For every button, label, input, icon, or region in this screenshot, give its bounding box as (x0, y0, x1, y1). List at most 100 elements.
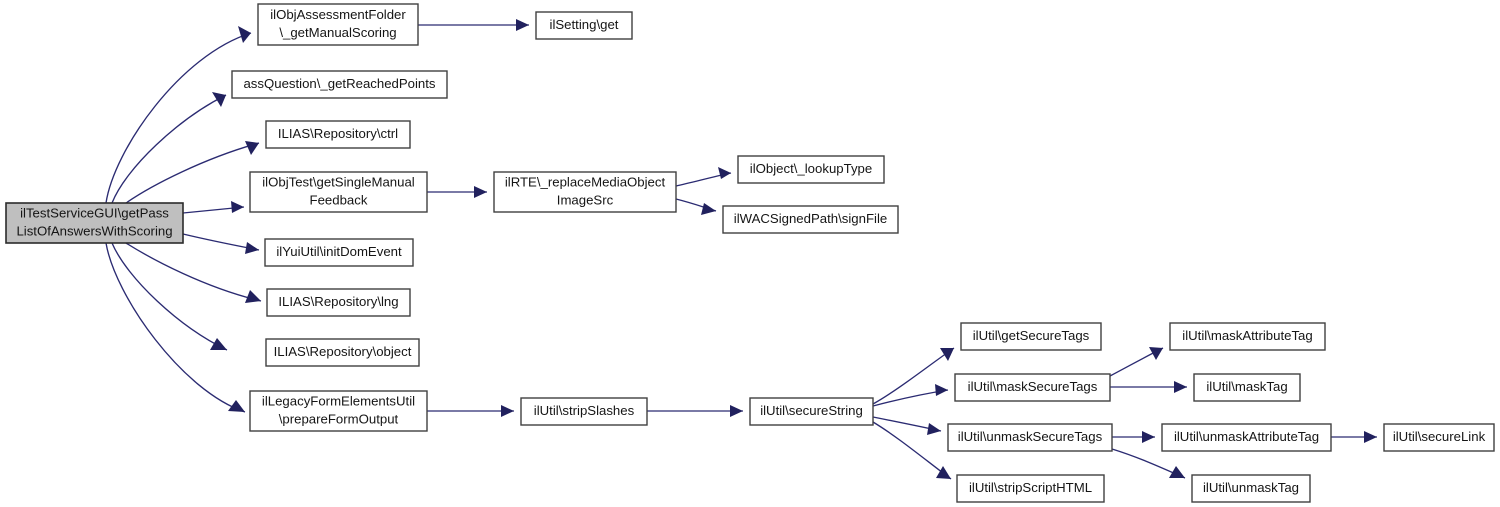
edge-maskSecureTags-to-maskAttributeTag (1109, 347, 1164, 377)
graph-node-getSecureTags[interactable]: ilUtil\getSecureTags (960, 322, 1102, 351)
arrowhead-icon (1364, 431, 1377, 443)
edge-line (125, 142, 260, 204)
graph-node-secureLink[interactable]: ilUtil\secureLink (1383, 423, 1495, 452)
node-box[interactable] (257, 3, 419, 46)
node-box[interactable] (264, 238, 414, 267)
graph-node-ilSettingGet[interactable]: ilSetting\get (535, 11, 633, 40)
node-box[interactable] (1193, 373, 1301, 402)
node-box[interactable] (493, 171, 677, 213)
graph-node-prepareFormOutput[interactable]: ilLegacyFormElementsUtil \prepareFormOutp… (249, 390, 428, 432)
node-label: ilUtil\secureLink (1393, 429, 1486, 444)
edge-line (111, 242, 228, 351)
node-label: ilUtil\maskSecureTags (968, 379, 1098, 394)
graph-node-root[interactable]: ilTestServiceGUI\getPassListOfAnswersWit… (5, 202, 184, 244)
node-box[interactable] (265, 338, 420, 367)
node-box[interactable] (520, 397, 648, 426)
node-label: ilUtil\stripScriptHTML (969, 480, 1092, 495)
node-box[interactable] (1161, 423, 1332, 452)
node-label: ilSetting\get (550, 17, 619, 32)
node-label: ilLegacyFormElementsUtil (262, 393, 415, 408)
graph-node-getReachedPoints[interactable]: assQuestion\_getReachedPoints (231, 70, 448, 99)
edges-layer (105, 19, 1377, 480)
node-label: ilUtil\getSecureTags (973, 328, 1090, 343)
node-box[interactable] (722, 205, 899, 234)
arrowhead-icon (730, 405, 743, 417)
node-label: ListOfAnswersWithScoring (16, 223, 172, 238)
arrowhead-icon (1142, 431, 1155, 443)
arrowhead-icon (1149, 347, 1163, 360)
graph-node-lookupType[interactable]: ilObject\_lookupType (737, 155, 885, 184)
graph-node-repoObject[interactable]: ILIAS\Repository\object (265, 338, 420, 367)
graph-node-getManualScoring[interactable]: ilObjAssessmentFolder \_getManualScoring (257, 3, 419, 46)
edge-getManualScoring-to-ilSettingGet (418, 19, 529, 31)
node-box[interactable] (231, 70, 448, 99)
node-box[interactable] (1169, 322, 1326, 351)
graph-node-maskSecureTags[interactable]: ilUtil\maskSecureTags (954, 373, 1111, 402)
edge-secureString-to-getSecureTags (872, 347, 955, 405)
node-label: ilUtil\stripSlashes (534, 403, 635, 418)
edge-stripSlashes-to-secureString (647, 405, 743, 417)
node-box[interactable] (737, 155, 885, 184)
node-box[interactable] (5, 202, 184, 244)
node-box[interactable] (960, 322, 1102, 351)
node-label: ilObjTest\getSingleManual (262, 174, 415, 189)
node-box[interactable] (1191, 474, 1311, 503)
edge-root-to-repoLng (125, 242, 262, 303)
node-label: \_getManualScoring (279, 25, 396, 40)
node-box[interactable] (956, 474, 1105, 503)
graph-node-initDomEvent[interactable]: ilYuiUtil\initDomEvent (264, 238, 414, 267)
arrowhead-icon (935, 384, 948, 396)
arrowhead-icon (936, 466, 951, 479)
arrowhead-icon (228, 400, 245, 412)
node-label: ilUtil\secureString (760, 403, 863, 418)
node-label: ilUtil\maskAttributeTag (1182, 328, 1312, 343)
graph-node-unmaskAttributeTag[interactable]: ilUtil\unmaskAttributeTag (1161, 423, 1332, 452)
node-box[interactable] (947, 423, 1113, 452)
graph-node-stripScriptHTML[interactable]: ilUtil\stripScriptHTML (956, 474, 1105, 503)
graph-node-stripSlashes[interactable]: ilUtil\stripSlashes (520, 397, 648, 426)
graph-node-maskAttributeTag[interactable]: ilUtil\maskAttributeTag (1169, 322, 1326, 351)
graph-node-maskTag[interactable]: ilUtil\maskTag (1193, 373, 1301, 402)
node-label: ilUtil\unmaskSecureTags (958, 429, 1103, 444)
node-label: \prepareFormOutput (279, 411, 399, 426)
node-box[interactable] (1383, 423, 1495, 452)
edge-root-to-getReachedPoints (111, 92, 227, 204)
graph-node-secureString[interactable]: ilUtil\secureString (749, 397, 874, 426)
graph-node-unmaskSecureTags[interactable]: ilUtil\unmaskSecureTags (947, 423, 1113, 452)
node-label: ilUtil\maskTag (1206, 379, 1287, 394)
node-box[interactable] (265, 120, 411, 149)
node-box[interactable] (249, 171, 428, 213)
node-label: ilTestServiceGUI\getPass (20, 205, 169, 220)
node-box[interactable] (249, 390, 428, 432)
arrowhead-icon (940, 348, 954, 361)
node-box[interactable] (266, 288, 411, 317)
graph-node-repoCtrl[interactable]: ILIAS\Repository\ctrl (265, 120, 411, 149)
edge-getSingleManualFeedback-to-replaceMediaObjectImageSrc (427, 186, 487, 198)
edge-root-to-getManualScoring (105, 26, 252, 204)
node-box[interactable] (954, 373, 1111, 402)
node-label: ilObjAssessmentFolder (270, 7, 406, 22)
arrowhead-icon (238, 26, 251, 43)
edge-unmaskSecureTags-to-unmaskAttributeTag (1112, 431, 1155, 443)
node-label: ilYuiUtil\initDomEvent (276, 244, 402, 259)
edge-unmaskSecureTags-to-unmaskTag (1111, 448, 1186, 479)
graph-node-unmaskTag[interactable]: ilUtil\unmaskTag (1191, 474, 1311, 503)
edge-line (111, 94, 227, 204)
arrowhead-icon (501, 405, 514, 417)
arrowhead-icon (210, 338, 227, 350)
edge-root-to-getSingleManualFeedback (182, 201, 245, 214)
edge-line (872, 347, 955, 405)
arrowhead-icon (245, 290, 261, 303)
edge-line (105, 242, 246, 413)
edge-line (105, 32, 252, 204)
node-label: ImageSrc (557, 192, 614, 207)
node-box[interactable] (535, 11, 633, 40)
arrowhead-icon (701, 203, 716, 215)
graph-node-repoLng[interactable]: ILIAS\Repository\lng (266, 288, 411, 317)
graph-node-signFile[interactable]: ilWACSignedPath\signFile (722, 205, 899, 234)
node-box[interactable] (749, 397, 874, 426)
edge-root-to-repoObject (111, 242, 228, 351)
